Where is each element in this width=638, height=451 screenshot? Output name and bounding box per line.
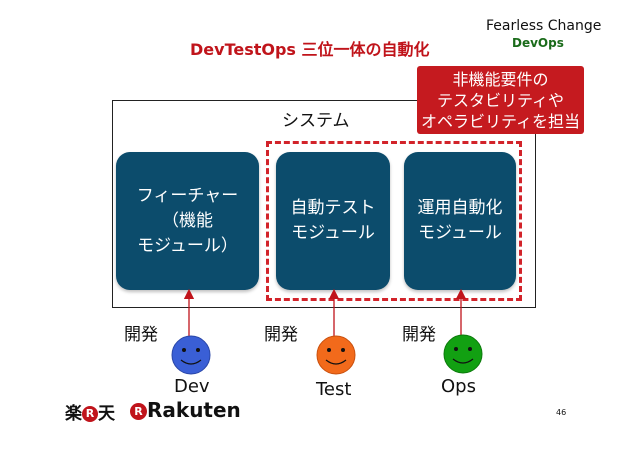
page-number: 46 bbox=[556, 408, 567, 417]
smiley-dev bbox=[171, 335, 211, 375]
dashed-highlight-box bbox=[266, 141, 522, 301]
smiley-ops bbox=[443, 334, 483, 374]
person-dev-label: Dev bbox=[174, 376, 210, 397]
system-box bbox=[112, 100, 536, 308]
slide-title: DevTestOps 三位一体の自動化 bbox=[190, 40, 430, 59]
system-label: システム bbox=[282, 111, 350, 131]
callout-nonfunctional: 非機能要件の テスタビリティや オペラビリティを担当 bbox=[417, 66, 584, 134]
dev-label-1: 開発 bbox=[124, 325, 158, 345]
module-auto-test: 自動テスト モジュール bbox=[276, 152, 390, 290]
dev-label-2: 開発 bbox=[264, 325, 298, 345]
person-ops-label: Ops bbox=[441, 376, 476, 397]
dev-label-3: 開発 bbox=[402, 325, 436, 345]
rakuten-r-icon: R bbox=[82, 406, 98, 422]
module-feature: フィーチャー （機能 モジュール） bbox=[116, 152, 259, 290]
brand-fearless-change: Fearless Change bbox=[486, 18, 602, 34]
module-ops-automation: 運用自動化 モジュール bbox=[404, 152, 516, 290]
person-test-label: Test bbox=[316, 379, 352, 400]
rakuten-r-icon-2: R bbox=[130, 403, 147, 420]
brand-devops: DevOps bbox=[512, 36, 564, 50]
smiley-test bbox=[316, 335, 356, 375]
